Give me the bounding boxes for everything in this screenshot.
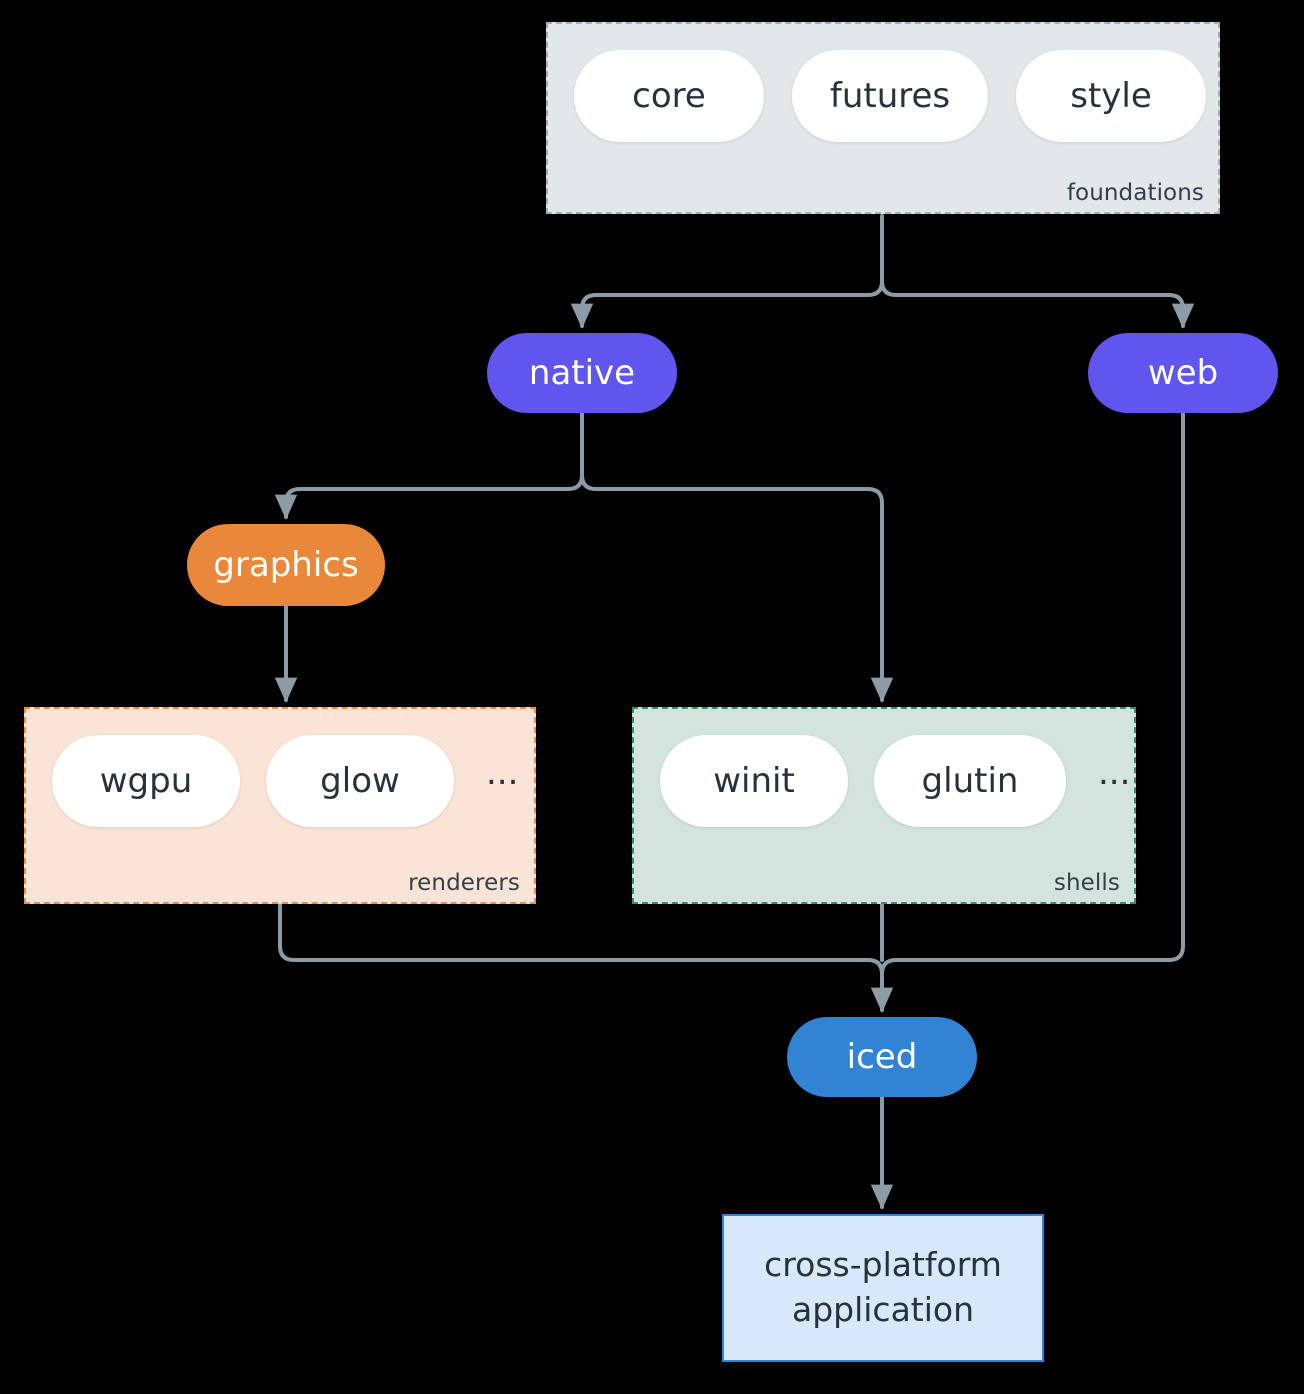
application-line-2: application bbox=[791, 1290, 975, 1329]
edge-native-shells bbox=[580, 473, 894, 703]
leaf-core[interactable]: core bbox=[574, 50, 764, 142]
edge-renderers-iced bbox=[278, 902, 894, 1013]
cluster-renderers: wgpu glow ... renderers bbox=[24, 707, 536, 904]
node-web[interactable]: web bbox=[1088, 333, 1278, 413]
leaf-glutin[interactable]: glutin bbox=[874, 735, 1066, 827]
edge-foundations-web bbox=[880, 279, 1195, 329]
leaf-winit[interactable]: winit bbox=[660, 735, 848, 827]
cluster-foundations-members: core futures style bbox=[574, 50, 1206, 142]
leaf-futures[interactable]: futures bbox=[792, 50, 988, 142]
cluster-renderers-members: wgpu glow ... bbox=[52, 735, 522, 827]
leaf-wgpu[interactable]: wgpu bbox=[52, 735, 240, 827]
node-cross-platform-application[interactable]: cross-platform application bbox=[722, 1214, 1044, 1362]
application-line-1: cross-platform bbox=[764, 1245, 1002, 1285]
cluster-shells: winit glutin ... shells bbox=[632, 707, 1136, 904]
cluster-shells-members: winit glutin ... bbox=[660, 735, 1134, 827]
leaf-style[interactable]: style bbox=[1016, 50, 1206, 142]
leaf-glow[interactable]: glow bbox=[266, 735, 454, 827]
node-native[interactable]: native bbox=[487, 333, 677, 413]
edge-foundations-native bbox=[570, 214, 884, 329]
cluster-renderers-label: renderers bbox=[408, 870, 520, 896]
cluster-foundations-label: foundations bbox=[1066, 180, 1204, 206]
cluster-foundations: core futures style foundations bbox=[546, 22, 1220, 214]
cluster-shells-label: shells bbox=[1053, 870, 1120, 896]
leaf-ellipsis-renderers: ... bbox=[486, 753, 519, 793]
node-graphics[interactable]: graphics bbox=[187, 524, 385, 606]
edge-web-iced bbox=[880, 411, 1185, 976]
node-iced[interactable]: iced bbox=[787, 1017, 977, 1097]
leaf-ellipsis-shells: ... bbox=[1098, 753, 1131, 793]
edge-native-graphics bbox=[274, 411, 584, 520]
